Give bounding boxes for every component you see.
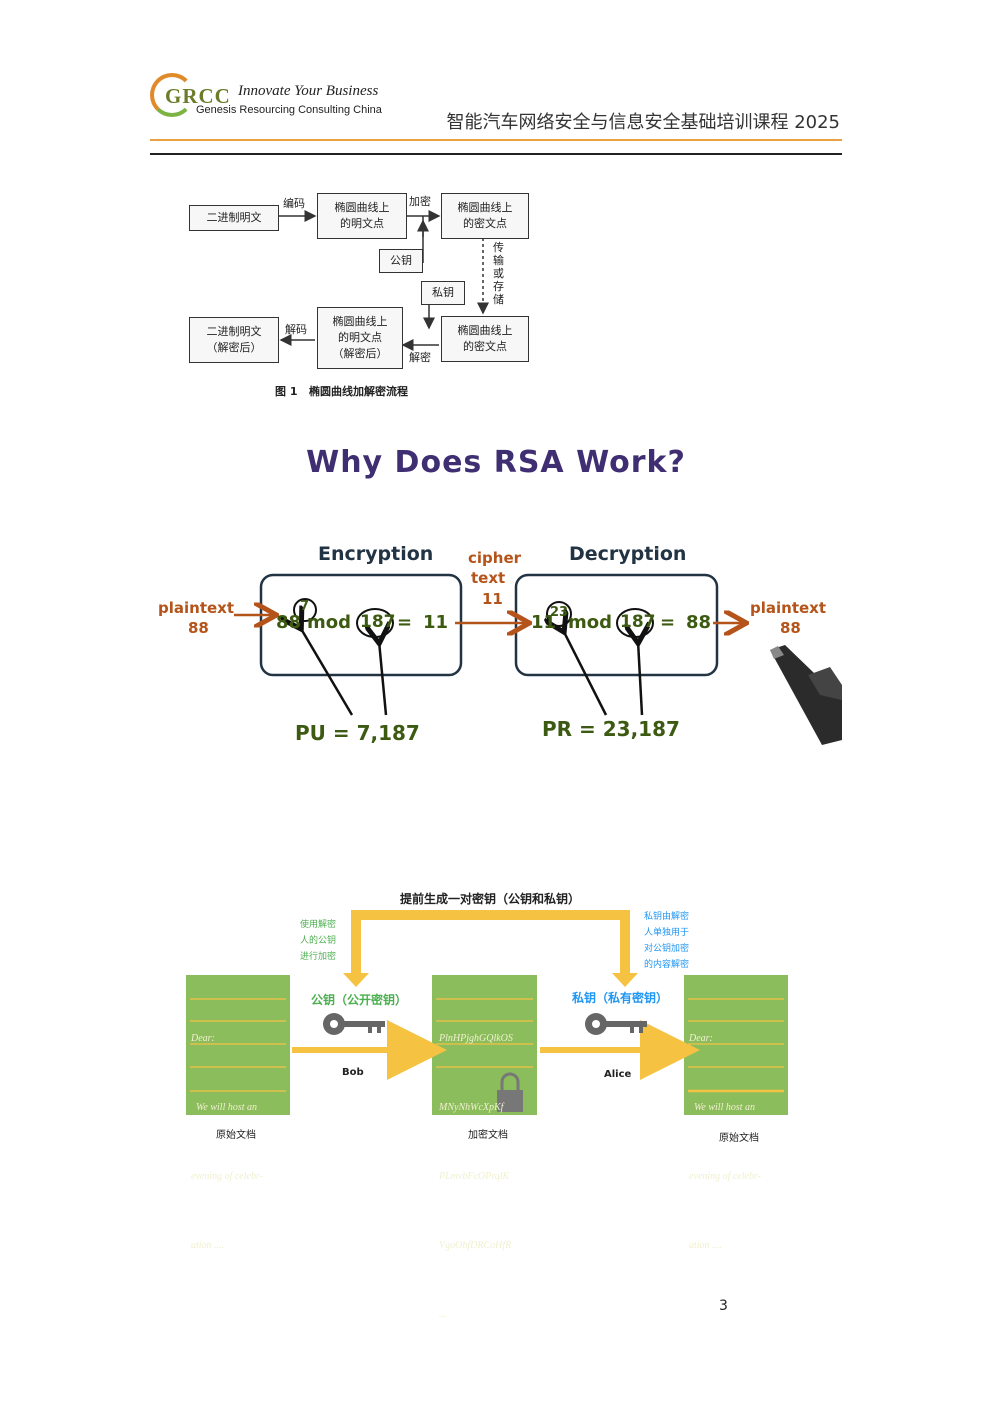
arrow-pr-exp	[563, 630, 608, 716]
rsa-sketch: Encryption Decryption cipher text 11 pla…	[150, 535, 842, 770]
ecc-flow-diagram: 二进制明文 椭圆曲线上 的明文点 椭圆曲线上 的密文点 公钥 私钥 二进制明文 …	[185, 185, 535, 405]
enc-mod: 187	[360, 612, 396, 632]
box-ec-cipher-top: 椭圆曲线上 的密文点	[441, 193, 529, 239]
bracket-arrow-right	[612, 973, 638, 987]
decryption-label: Decryption	[569, 543, 687, 565]
dec-base: 11	[531, 612, 557, 633]
enc-eq: =	[397, 612, 413, 633]
public-key-icon	[323, 1013, 385, 1035]
dec-result: 88	[686, 612, 712, 633]
encryption-label: Encryption	[318, 543, 434, 565]
box-binary-plain-dec: 二进制明文 （解密后）	[189, 317, 279, 363]
doc-left	[186, 975, 290, 1115]
tagline: Innovate Your Business	[238, 83, 379, 99]
text-label: text	[471, 569, 506, 587]
private-key-formula: PR = 23,187	[542, 717, 680, 741]
box-binary-plain: 二进制明文	[189, 205, 279, 231]
public-key-formula: PU = 7,187	[295, 721, 420, 745]
box-private-key: 私钥	[421, 281, 465, 305]
label-encrypt: 加密	[409, 195, 431, 208]
dec-mod: 187	[620, 612, 656, 632]
keygen-label: 提前生成一对密钥（公钥和私钥）	[400, 892, 581, 906]
enc-exp: 7	[300, 599, 310, 614]
lock-icon	[497, 1072, 523, 1112]
doc-middle-text: PlnHPjghGQlkOS MNyNhWcXpKf PLmvbFcOPrqlK…	[439, 1033, 513, 1320]
dec-eq: =	[660, 612, 676, 633]
box-ec-cipher-bottom: 椭圆曲线上 的密文点	[441, 316, 529, 362]
cipher-value: 11	[482, 590, 503, 608]
public-key-encryption-diagram: 提前生成一对密钥（公钥和私钥） 使用解密 人的公钥 进行加密 私钥由解密 人单独…	[180, 885, 840, 1320]
dec-mod-word: mod	[568, 612, 613, 633]
box-public-key: 公钥	[379, 249, 423, 273]
bob-label: Bob	[342, 1067, 364, 1078]
label-encode: 编码	[283, 197, 305, 210]
arrow-pr-mod	[638, 641, 642, 716]
page-number: 3	[719, 1298, 728, 1314]
plaintext-in-label: plaintext	[158, 599, 235, 617]
label-transmit: 传 输 或 存 储	[493, 241, 504, 306]
company-name: Genesis Resourcing Consulting China	[196, 104, 382, 116]
flow-connectors	[279, 210, 489, 351]
rsa-sketch-graphics	[234, 573, 842, 745]
enc-base: 88	[276, 612, 302, 633]
box-ec-plain-dec: 椭圆曲线上 的明文点 （解密后）	[317, 307, 403, 369]
doc-middle-caption: 加密文档	[468, 1130, 508, 1141]
enc-mod-word: mod	[307, 612, 352, 633]
header-rule-orange	[150, 139, 842, 141]
label-decrypt: 解密	[409, 351, 431, 364]
plaintext-out-label: plaintext	[750, 599, 827, 617]
left-note: 使用解密 人的公钥 进行加密	[300, 920, 337, 962]
logo-mark: GRCC	[165, 84, 231, 108]
right-note: 私钥由解密 人单独用于 对公钥加密 的内容解密	[644, 912, 690, 970]
logo-ring-icon	[150, 73, 194, 117]
doc-left-text: Dear: We will host an evening of celebr-…	[191, 1033, 263, 1251]
flow-caption: 图 1 椭圆曲线加解密流程	[275, 385, 408, 398]
doc-right-text: Dear: We will host an evening of celebr-…	[689, 1033, 761, 1251]
alice-label: Alice	[604, 1069, 632, 1080]
header-rule-black	[150, 153, 842, 155]
plaintext-in-value: 88	[188, 619, 209, 637]
enc-result: 11	[423, 612, 449, 633]
doc-left-caption: 原始文档	[216, 1130, 256, 1141]
pen-icon	[770, 645, 842, 745]
dec-exp: 23	[550, 605, 569, 620]
plaintext-out-value: 88	[780, 619, 801, 637]
cipher-label: cipher	[468, 549, 522, 567]
doc-right-caption: 原始文档	[719, 1133, 759, 1144]
arrow-pu-mod	[379, 641, 386, 716]
keygen-bracket	[351, 910, 630, 980]
bracket-arrow-left	[343, 973, 369, 987]
box-ec-plain: 椭圆曲线上 的明文点	[317, 193, 407, 239]
private-key-icon	[585, 1013, 647, 1035]
arrow-pu-exp	[300, 627, 354, 716]
course-title: 智能汽车网络安全与信息安全基础培训课程 2025	[446, 112, 840, 133]
public-key-label: 公钥（公开密钥）	[311, 993, 408, 1007]
private-key-label: 私钥（私有密钥）	[572, 991, 669, 1005]
label-decode: 解码	[285, 323, 307, 336]
rsa-title: Why Does RSA Work?	[306, 445, 686, 480]
enc-diagram-graphics	[186, 910, 788, 1115]
